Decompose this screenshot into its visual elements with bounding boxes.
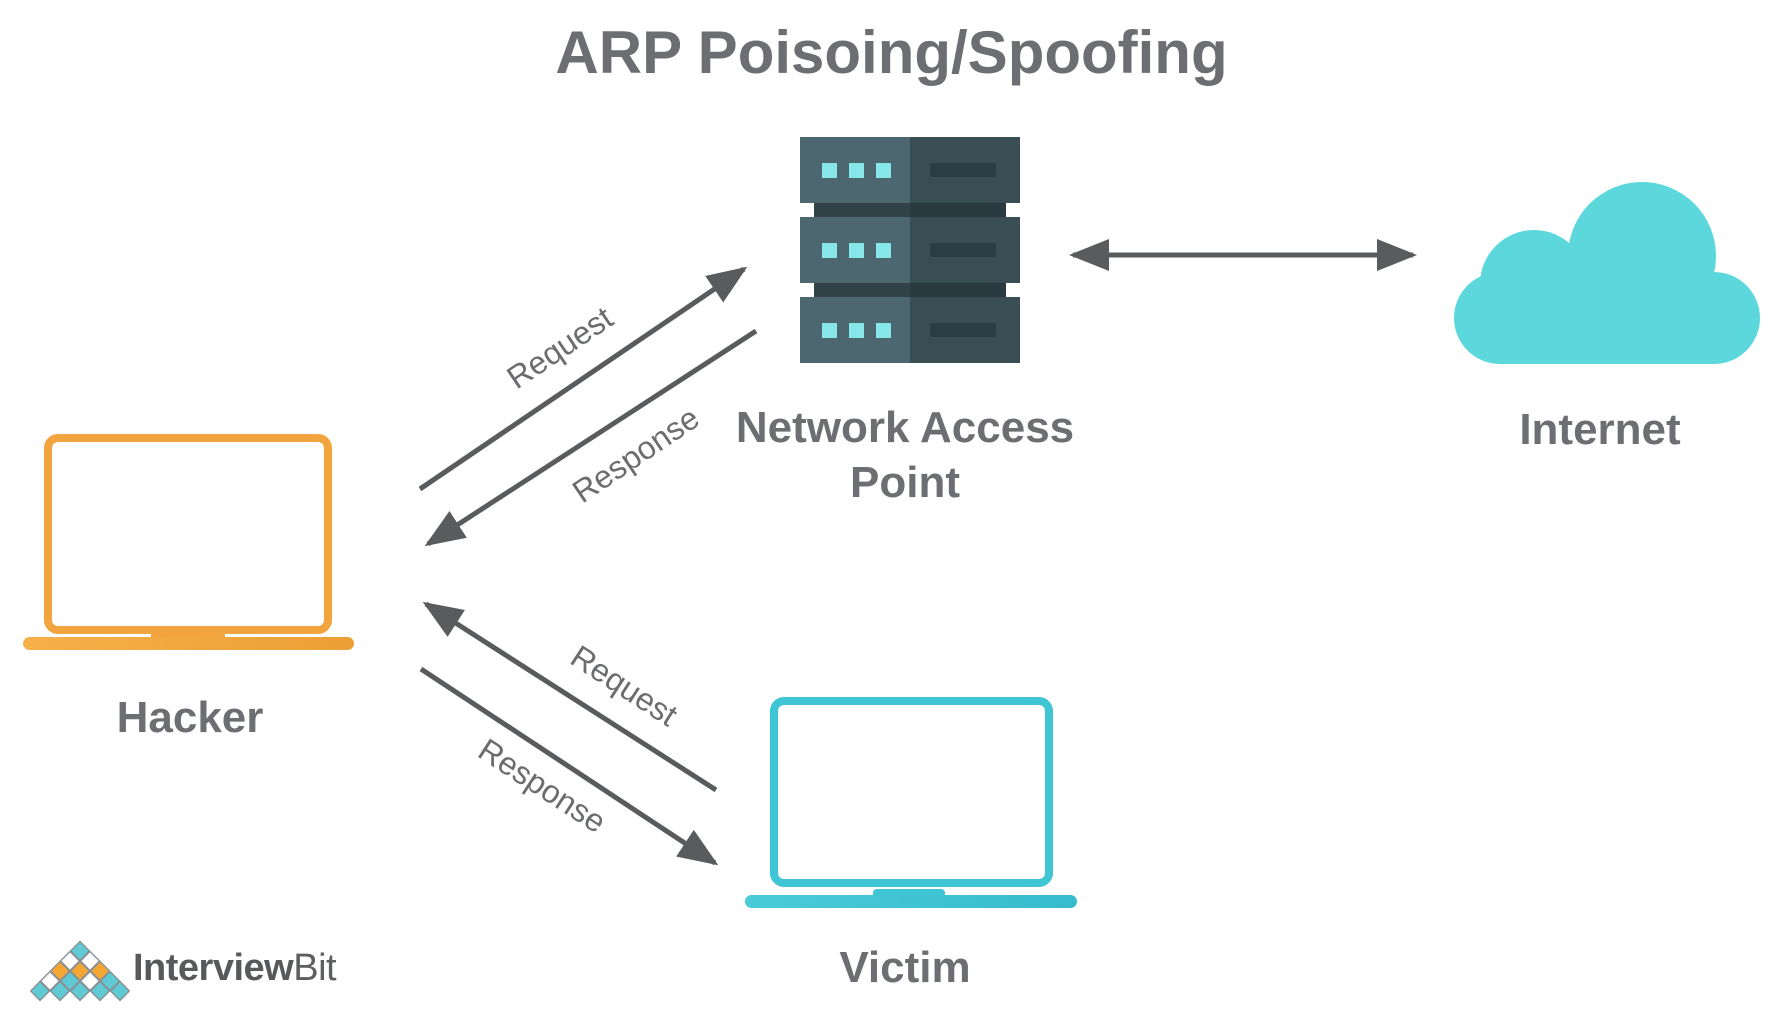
arrow-victim-to-hacker-request — [422, 601, 718, 793]
victim-laptop-icon — [770, 697, 1053, 887]
server-rack-unit — [800, 297, 1020, 363]
interviewbit-wordmark: InterviewBit — [133, 947, 337, 990]
cloud-icon — [1454, 182, 1760, 364]
server-vent-slot — [930, 243, 996, 257]
server-divider — [814, 283, 1006, 297]
server-led-lights — [822, 243, 891, 258]
arrow-hacker-to-victim-response — [419, 666, 719, 866]
interviewbit-wordmark-bold: Interview — [133, 947, 294, 989]
internet-label: Internet — [1519, 405, 1681, 454]
server-rack-unit — [800, 137, 1020, 203]
server-vent-slot — [930, 163, 996, 177]
server-led-lights — [822, 323, 891, 338]
victim-label: Victim — [839, 943, 971, 992]
server-vent-slot — [930, 323, 996, 337]
network-access-point-label: Network Access Point — [735, 403, 1075, 507]
arrow-hacker-to-nap-request — [418, 266, 748, 492]
diagram-title: ARP Poisoing/Spoofing — [555, 19, 1228, 86]
victim-laptop-hinge — [873, 889, 945, 897]
hacker-laptop-base — [23, 637, 354, 650]
interviewbit-wordmark-light: Bit — [293, 947, 337, 989]
arrow-nap-to-hacker-response — [424, 328, 758, 547]
interviewbit-logo-icon — [30, 940, 130, 1001]
server-rack-unit — [800, 217, 1020, 283]
interviewbit-branding: InterviewBit — [30, 933, 360, 1008]
server-divider — [814, 203, 1006, 217]
hacker-laptop-icon — [44, 434, 332, 634]
victim-laptop-base — [745, 895, 1077, 908]
server-icon — [800, 137, 1020, 363]
hacker-laptop-hinge — [151, 631, 225, 639]
server-led-lights — [822, 163, 891, 178]
hacker-label: Hacker — [116, 693, 264, 742]
